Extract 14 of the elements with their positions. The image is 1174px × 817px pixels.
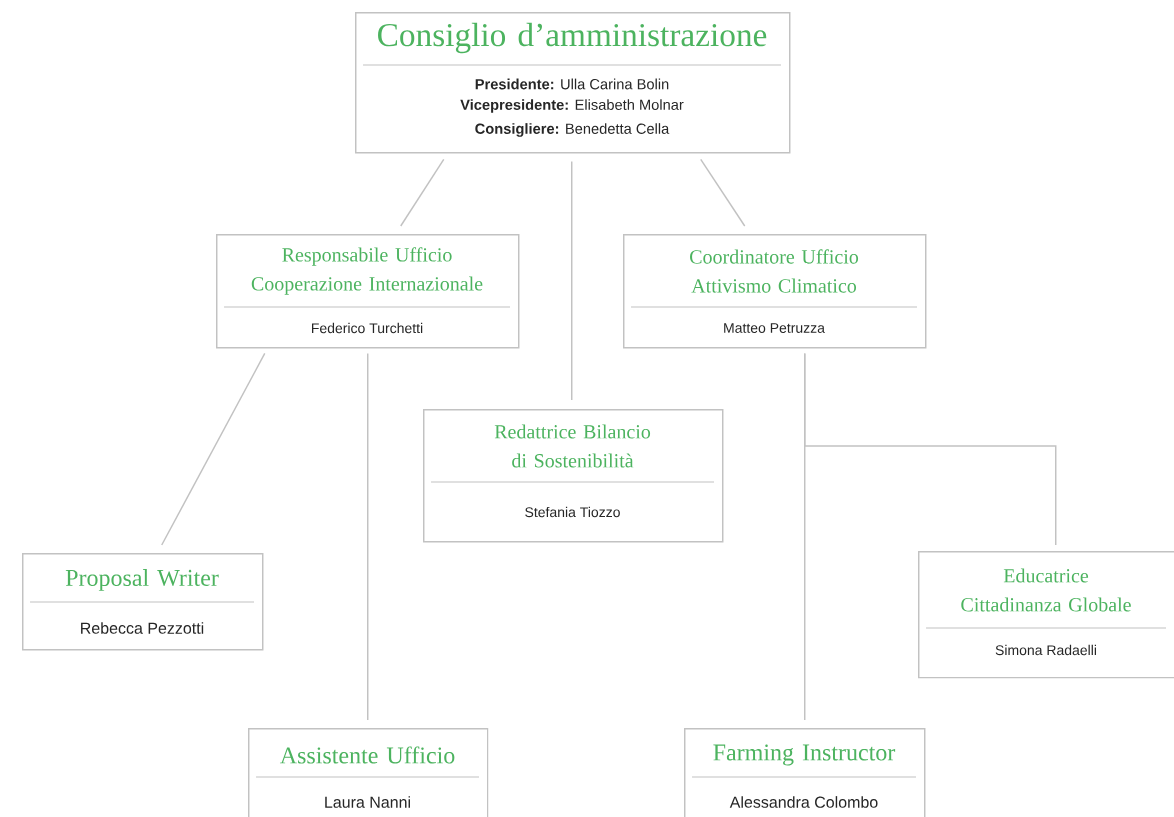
role-box: Proposal Writer Rebecca Pezzotti	[22, 553, 264, 651]
role-box: Educatrice Cittadinanza Globale Simona Radaelli	[918, 551, 1174, 679]
connector-line	[571, 160, 573, 401]
role-box: Redattrice Bilancio di Sostenibilità Stefania Tiozzo	[423, 409, 724, 543]
connector-line	[161, 352, 266, 546]
connector-line	[400, 158, 445, 227]
connector-line	[700, 158, 746, 227]
role-box: Consiglio d’amministrazione Presidente: Ulla Carina Bolin Vicepresidente: Elisabeth Molnar Consigliere: Benedetta Cella	[355, 12, 791, 154]
role-box: Coordinatore Ufficio Attivismo Climatico Matteo Petruzza	[623, 234, 927, 349]
role-box: Farming Instructor Alessandra Colombo	[684, 728, 926, 817]
role-box: Responsabile Ufficio Cooperazione Internazionale Federico Turchetti	[216, 234, 520, 349]
role-box: Assistente Ufficio Laura Nanni	[248, 728, 489, 817]
connector-line	[804, 352, 1057, 546]
connector-line	[367, 352, 369, 721]
